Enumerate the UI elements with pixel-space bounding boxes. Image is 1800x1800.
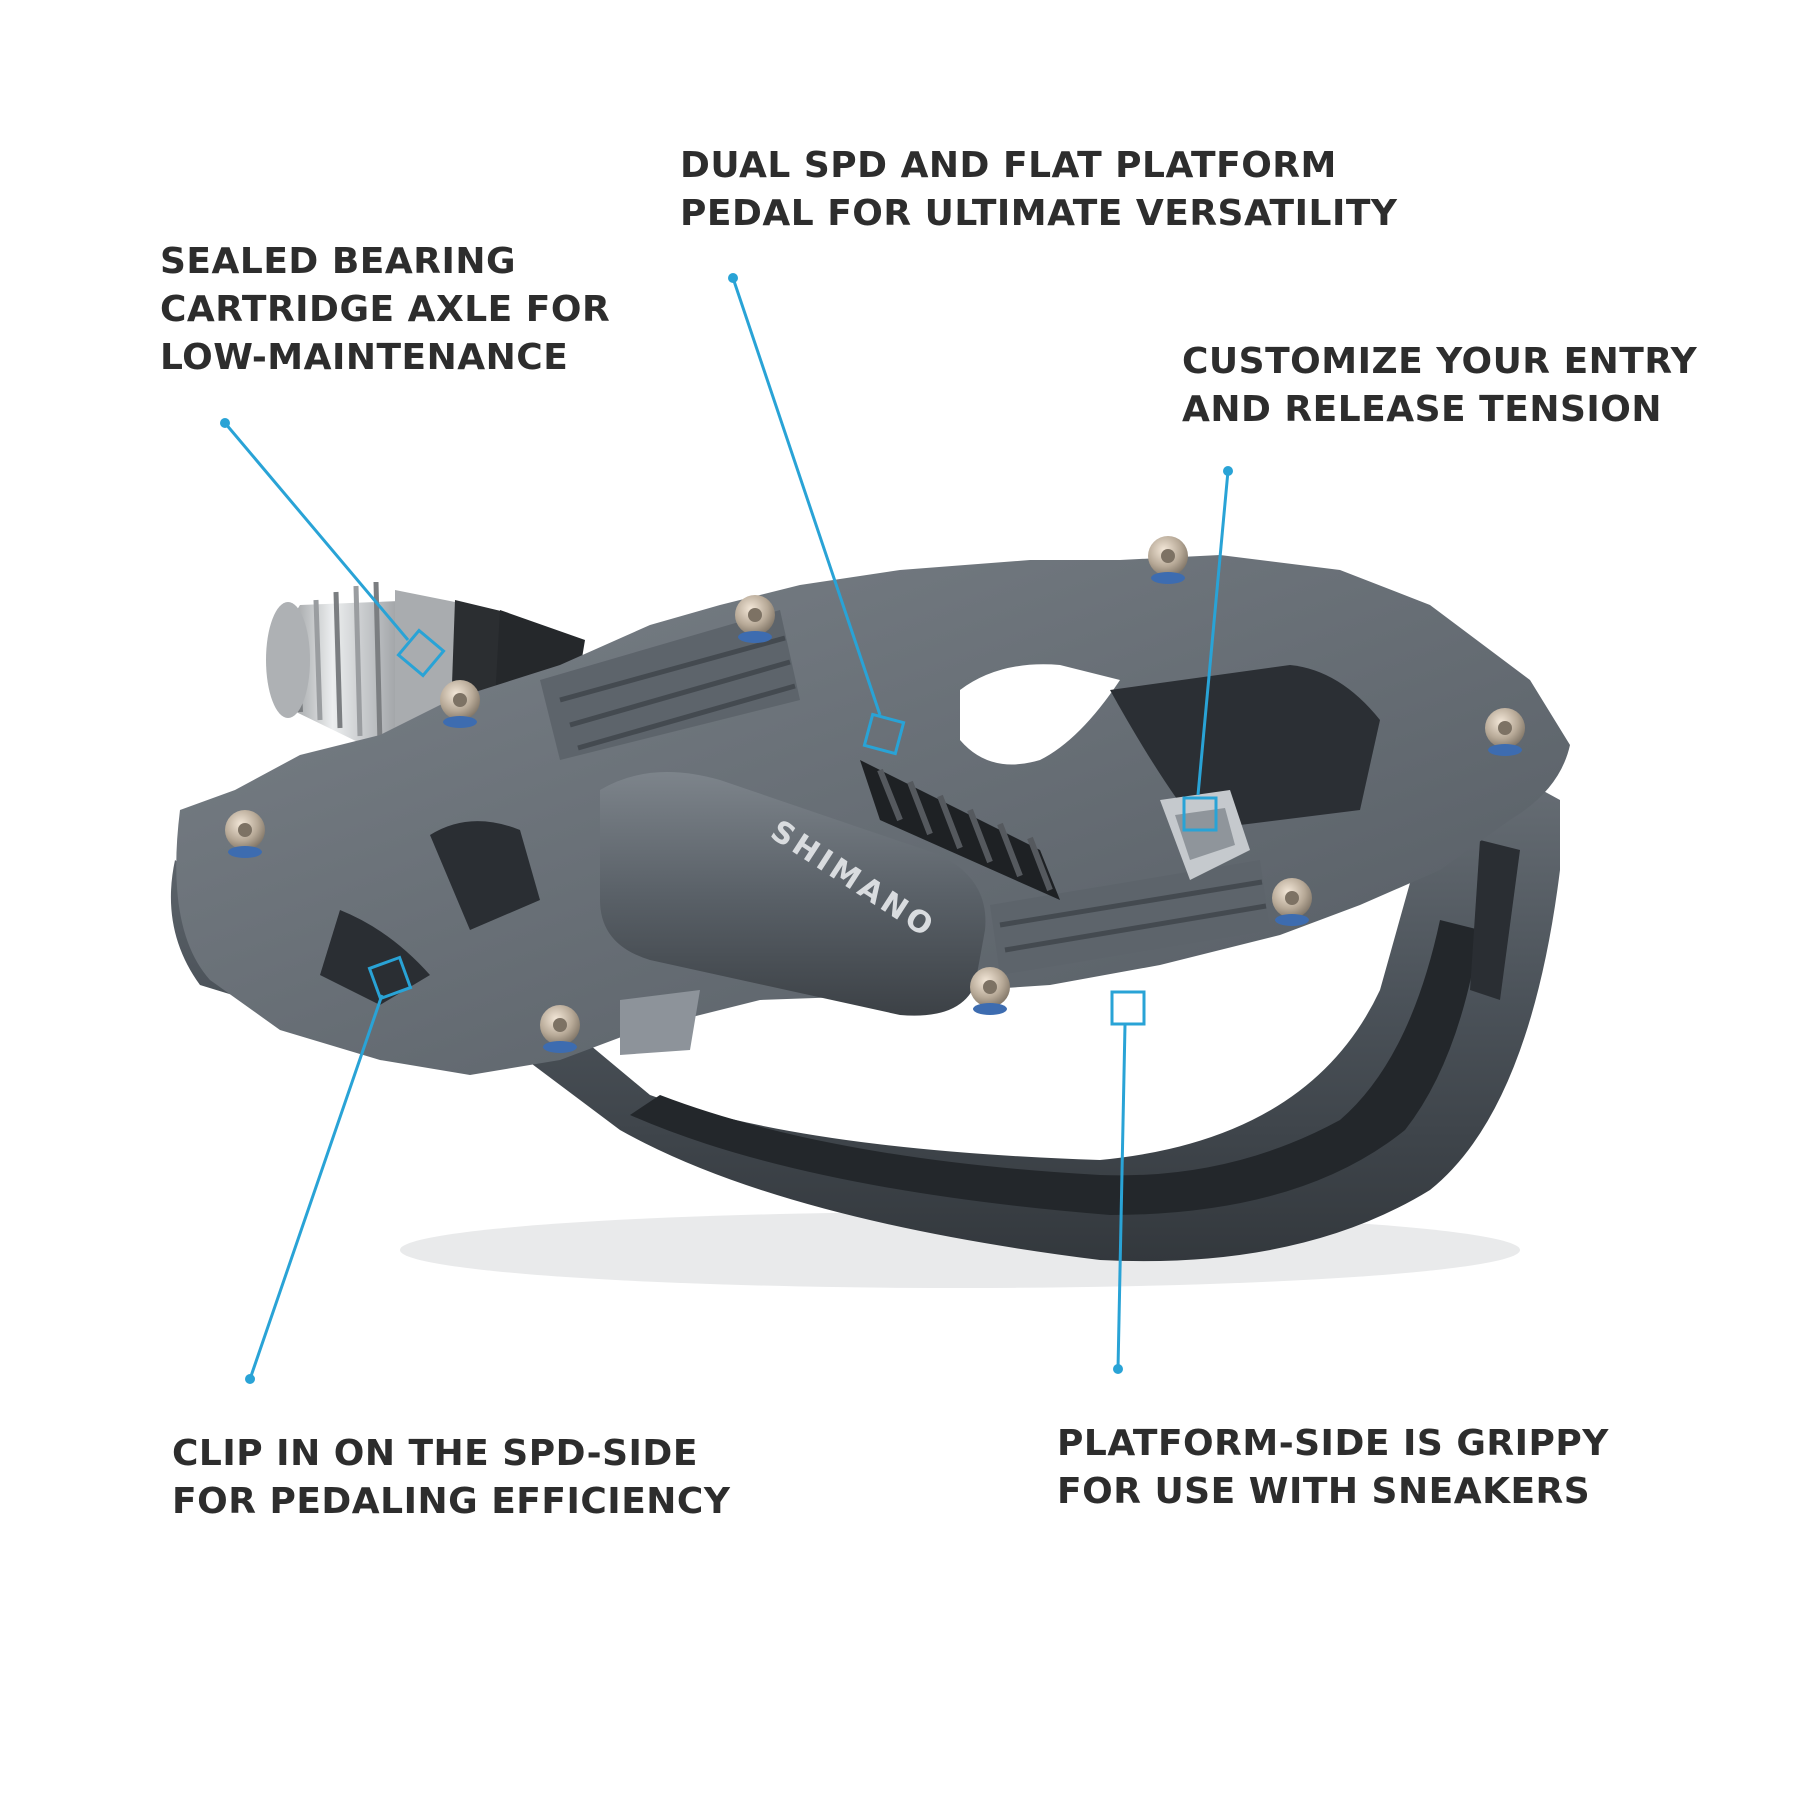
callout-line: SEALED BEARING — [160, 241, 517, 282]
pedal-image: SHIMANO — [170, 536, 1570, 1288]
callout-line: CARTRIDGE AXLE FOR — [160, 289, 611, 330]
callout-line: PEDAL FOR ULTIMATE VERSATILITY — [680, 193, 1398, 234]
grip-pin — [225, 810, 265, 858]
callout-sealed-bearing: SEALED BEARING CARTRIDGE AXLE FOR LOW-MA… — [160, 238, 610, 382]
callout-line: FOR PEDALING EFFICIENCY — [172, 1481, 731, 1522]
grip-pin — [970, 967, 1010, 1015]
callout-line: LOW-MAINTENANCE — [160, 337, 569, 378]
pedal-platform — [176, 555, 1570, 1075]
callout-dual-spd-platform: DUAL SPD AND FLAT PLATFORM PEDAL FOR ULT… — [680, 142, 1397, 238]
tension-spring — [860, 760, 1060, 900]
callout-release-tension: CUSTOMIZE YOUR ENTRY AND RELEASE TENSION — [1182, 338, 1697, 434]
grip-pin — [1485, 708, 1525, 756]
leader-dual — [728, 273, 906, 756]
callout-line: CUSTOMIZE YOUR ENTRY — [1182, 341, 1698, 382]
callout-platform-grippy: PLATFORM-SIDE IS GRIPPY FOR USE WITH SNE… — [1057, 1420, 1609, 1516]
leader-platform — [1110, 990, 1146, 1374]
grip-pin — [1148, 536, 1188, 584]
grip-pin — [1272, 878, 1312, 926]
callout-line: AND RELEASE TENSION — [1182, 389, 1662, 430]
leader-bearing — [220, 418, 446, 678]
grip-pin — [735, 595, 775, 643]
leader-clip — [245, 955, 413, 1384]
callout-line: PLATFORM-SIDE IS GRIPPY — [1057, 1423, 1609, 1464]
callout-line: DUAL SPD AND FLAT PLATFORM — [680, 145, 1337, 186]
callout-line: FOR USE WITH SNEAKERS — [1057, 1471, 1591, 1512]
callout-line: CLIP IN ON THE SPD-SIDE — [172, 1433, 698, 1474]
grip-pin — [540, 1005, 580, 1053]
callout-clip-in-spd: CLIP IN ON THE SPD-SIDE FOR PEDALING EFF… — [172, 1430, 730, 1526]
leader-tension — [1182, 466, 1233, 832]
grip-pins — [225, 536, 1525, 1053]
grip-pin — [440, 680, 480, 728]
callout-leaders — [220, 273, 1233, 1384]
